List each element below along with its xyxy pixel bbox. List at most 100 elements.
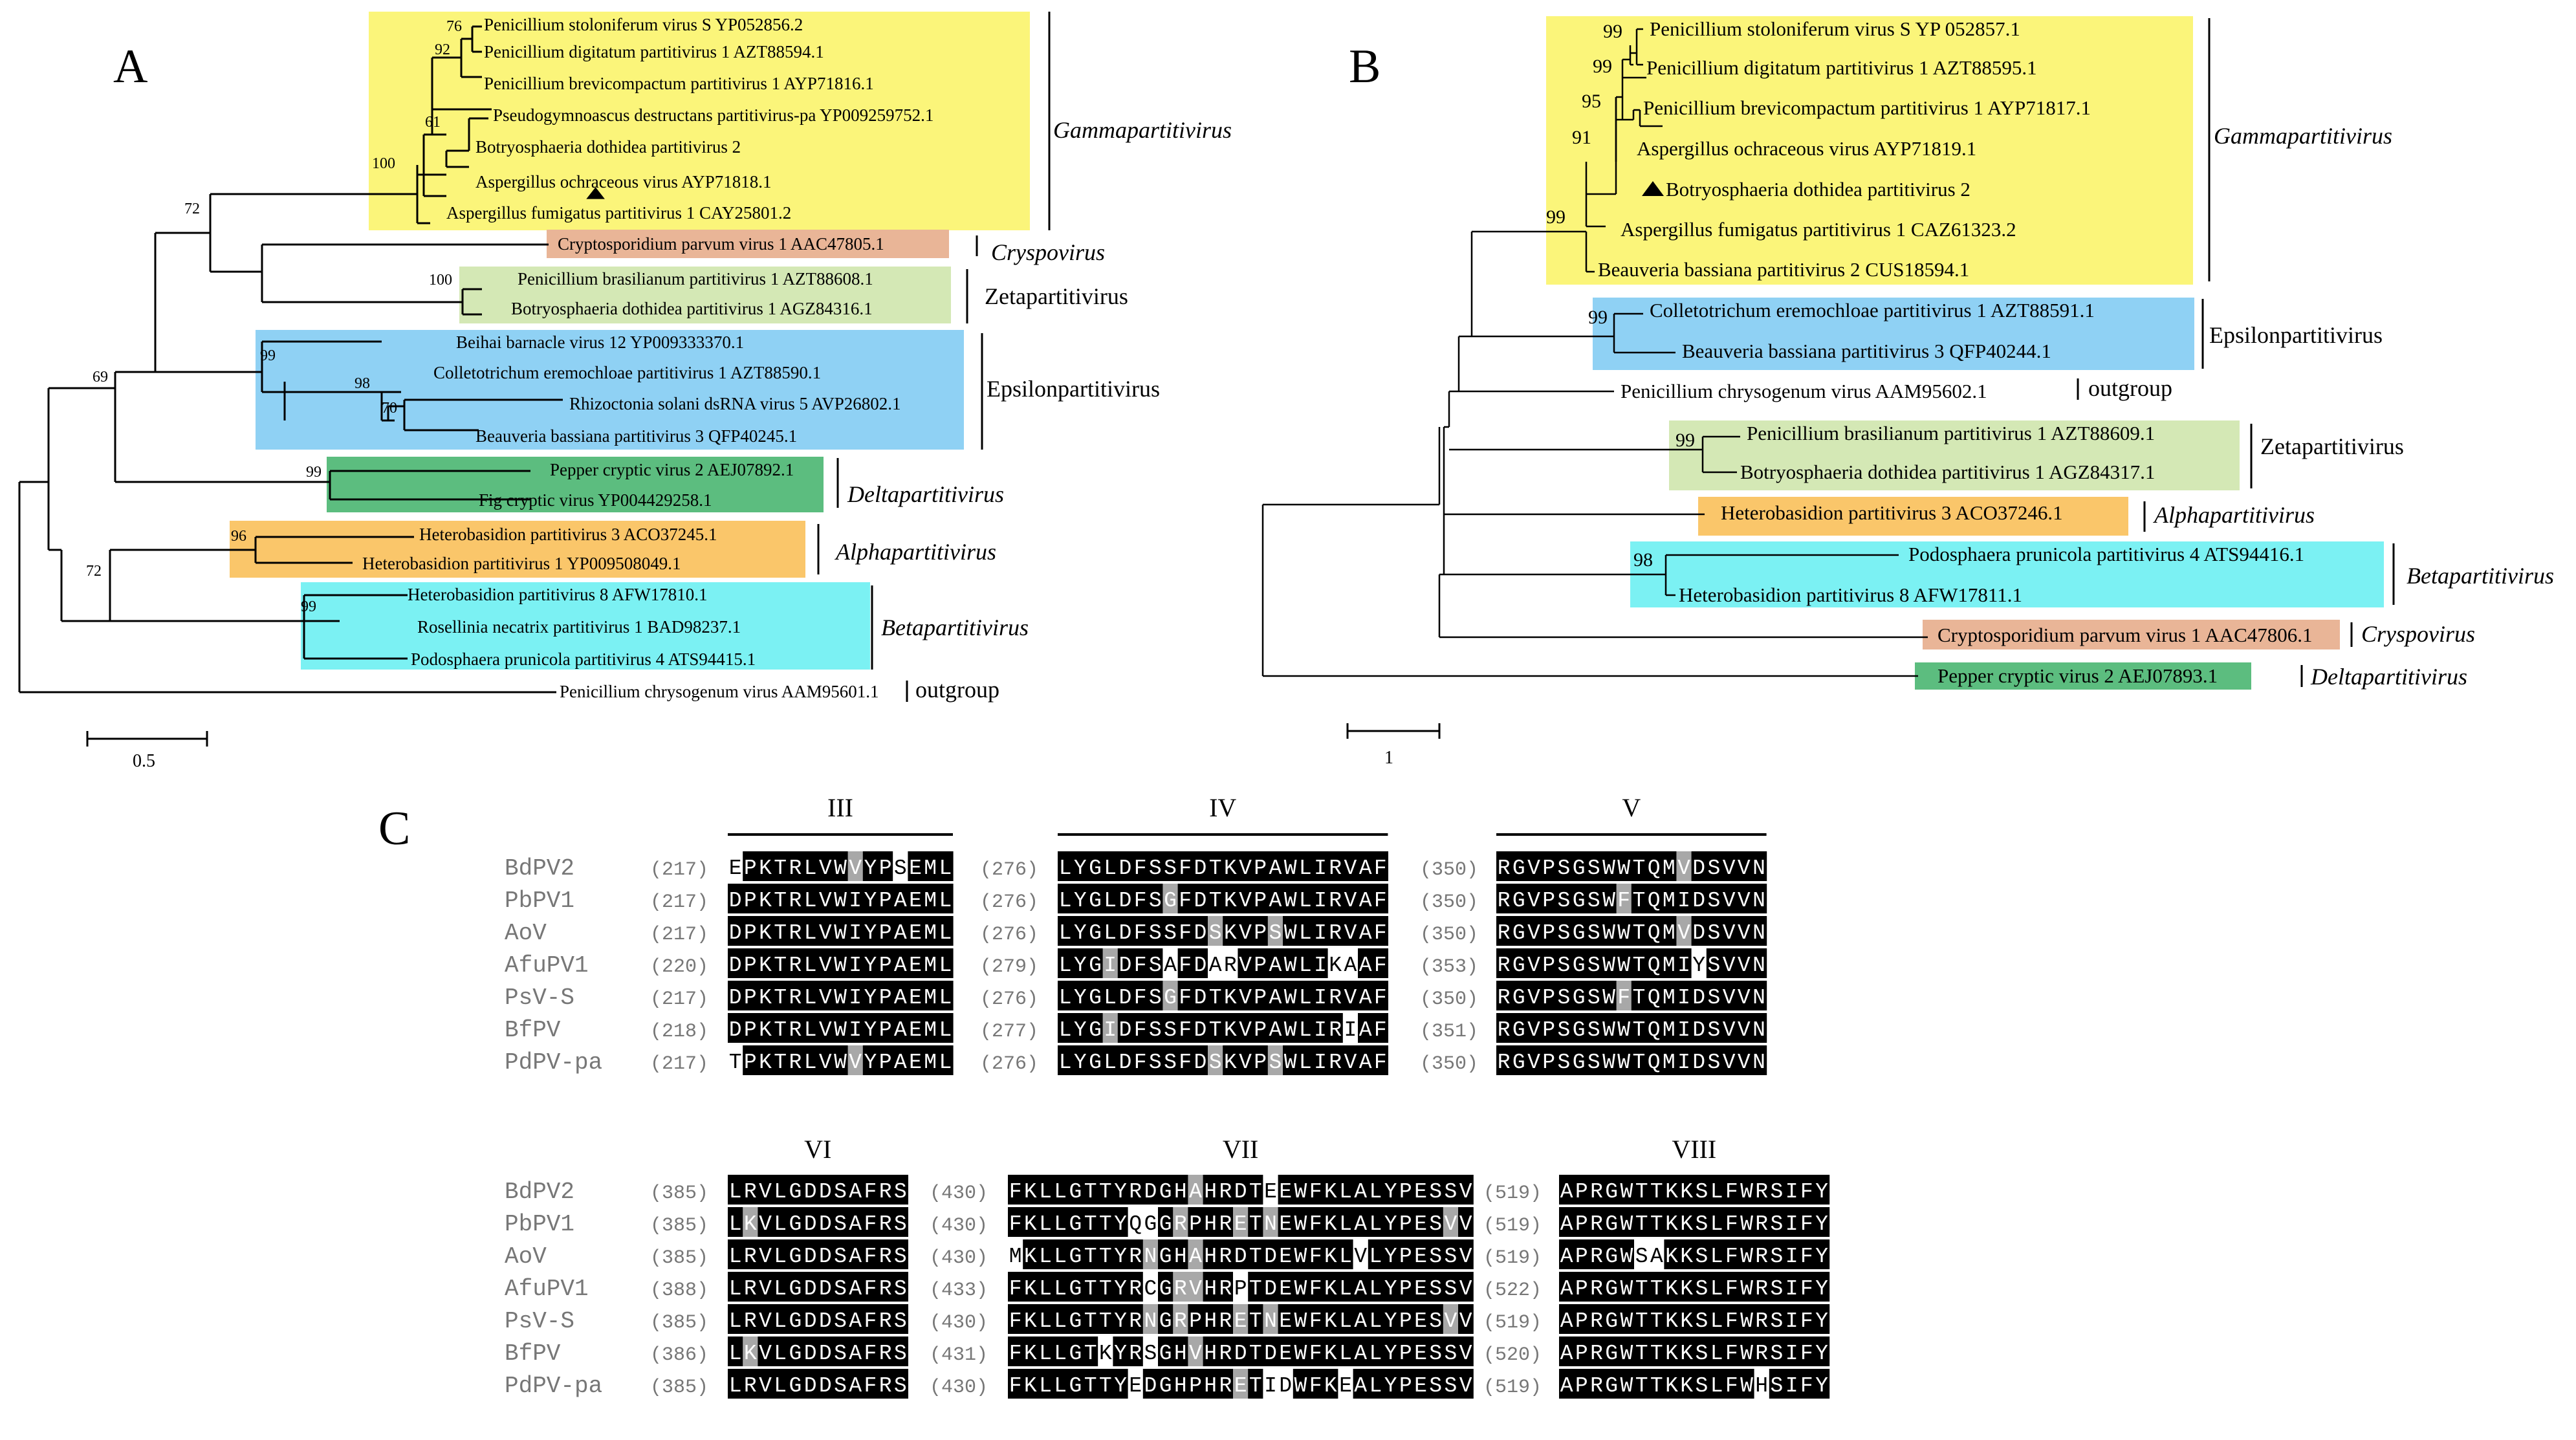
- residue: T: [1084, 1245, 1097, 1269]
- residue: D: [729, 954, 742, 977]
- residue: I: [1314, 889, 1327, 913]
- bootstrap-value: 99: [1588, 307, 1608, 328]
- residue: S: [1149, 889, 1162, 913]
- leaf-label: Aspergillus ochraceous virus AYP71819.1: [1637, 137, 1976, 160]
- residue-cell: [1233, 1207, 1249, 1237]
- sequence-start: (385): [650, 1215, 708, 1237]
- residue: M: [924, 889, 937, 913]
- residue-cell: [1223, 1045, 1238, 1075]
- residue: W: [1294, 1342, 1307, 1366]
- residue-cell: [862, 1272, 879, 1302]
- residue-cell: [1721, 948, 1737, 978]
- residue-cell: [1358, 916, 1373, 946]
- residue: S: [1144, 1342, 1157, 1366]
- residue-cell: [1102, 1013, 1119, 1043]
- residue-cell: [1511, 851, 1527, 881]
- residue: S: [1770, 1309, 1783, 1333]
- residue: Y: [1384, 1277, 1397, 1301]
- residue: S: [1429, 1277, 1442, 1301]
- residue-cell: [1721, 851, 1737, 881]
- residue: P: [879, 986, 892, 1010]
- residue: I: [1264, 1374, 1277, 1398]
- residue-cell: [833, 1013, 849, 1043]
- residue: V: [1189, 1342, 1202, 1366]
- residue: K: [1680, 1277, 1693, 1301]
- residue: A: [1359, 856, 1372, 880]
- leaf-label: Cryptosporidium parvum virus 1 AAC47806.…: [1937, 624, 2313, 646]
- residue-cell: [833, 981, 849, 1010]
- residue-cell: [1751, 916, 1767, 946]
- motif-label: V: [1622, 793, 1641, 822]
- residue: W: [834, 889, 847, 913]
- residue: E: [1234, 1212, 1247, 1236]
- residue: R: [879, 1277, 892, 1301]
- residue: H: [1174, 1180, 1187, 1204]
- residue: L: [1039, 1374, 1052, 1398]
- residue: T: [1249, 1245, 1262, 1269]
- residue-cell: [1368, 1207, 1384, 1237]
- residue: V: [759, 1342, 772, 1366]
- clade-box-betapartitivirus: [301, 582, 870, 670]
- residue: S: [1695, 1374, 1708, 1398]
- residue: V: [819, 889, 832, 913]
- residue-cell: [1691, 1013, 1707, 1043]
- residue-cell: [1661, 948, 1677, 978]
- leaf-label: Podosphaera prunicola partitivirus 4 ATS…: [1908, 543, 2304, 565]
- sequence-start: (519): [1483, 1183, 1542, 1205]
- residue-cell: [922, 884, 939, 913]
- residue: Y: [1074, 921, 1087, 945]
- bootstrap-value: 91: [1572, 127, 1591, 148]
- residue-cell: [1736, 1045, 1752, 1075]
- residue-cell: [1142, 1175, 1159, 1205]
- residue: E: [909, 856, 922, 880]
- residue-cell: [1736, 884, 1752, 913]
- residue: W: [1294, 1374, 1307, 1398]
- residue-cell: [1721, 981, 1737, 1010]
- residue-cell: [1631, 916, 1647, 946]
- residue-cell: [1691, 1045, 1707, 1075]
- residue-cell: [1087, 1045, 1104, 1075]
- residue: S: [894, 856, 907, 880]
- residue-cell: [1327, 884, 1344, 913]
- residue-cell: [743, 1207, 758, 1237]
- residue: T: [1632, 1051, 1645, 1075]
- sequence-start: (430): [930, 1377, 988, 1399]
- residue-cell: [1267, 884, 1283, 913]
- residue: V: [1527, 889, 1540, 913]
- residue-cell: [1676, 981, 1692, 1010]
- sequence-start: (217): [650, 859, 708, 881]
- residue-cell: [1661, 981, 1677, 1010]
- residue-cell: [1283, 1013, 1298, 1043]
- residue: L: [1299, 856, 1312, 880]
- residue: V: [1239, 1051, 1252, 1075]
- residue-cell: [1571, 981, 1587, 1010]
- residue-cell: [1148, 948, 1163, 978]
- clade-box-zetapartitivirus: [1669, 420, 2240, 490]
- residue: L: [1054, 1309, 1067, 1333]
- leaf-label: Penicillium stoloniferum virus S YP05285…: [484, 15, 803, 34]
- residue: W: [1294, 1180, 1307, 1204]
- residue-cell: [1676, 916, 1692, 946]
- residue: S: [1429, 1342, 1442, 1366]
- sequence-start: (388): [650, 1280, 708, 1302]
- residue: P: [1189, 1212, 1202, 1236]
- residue: F: [1134, 856, 1147, 880]
- sequence-start: (217): [650, 924, 708, 946]
- sequence-start: (385): [650, 1312, 708, 1334]
- residue: D: [804, 1277, 817, 1301]
- residue: F: [864, 1180, 877, 1204]
- residue: R: [789, 921, 802, 945]
- residue: L: [1104, 1051, 1117, 1075]
- residue-cell: [1133, 981, 1148, 1010]
- residue-cell: [1238, 1045, 1254, 1075]
- residue: S: [1429, 1374, 1442, 1398]
- residue: V: [1527, 1018, 1540, 1042]
- residue: L: [1339, 1277, 1352, 1301]
- residue-cell: [1646, 851, 1662, 881]
- residue: K: [1680, 1342, 1693, 1366]
- residue-cell: [803, 1045, 818, 1075]
- residue: L: [1054, 1374, 1067, 1398]
- residue-cell: [1323, 1207, 1338, 1237]
- residue: L: [774, 1374, 787, 1398]
- sequence-start: (217): [650, 891, 708, 913]
